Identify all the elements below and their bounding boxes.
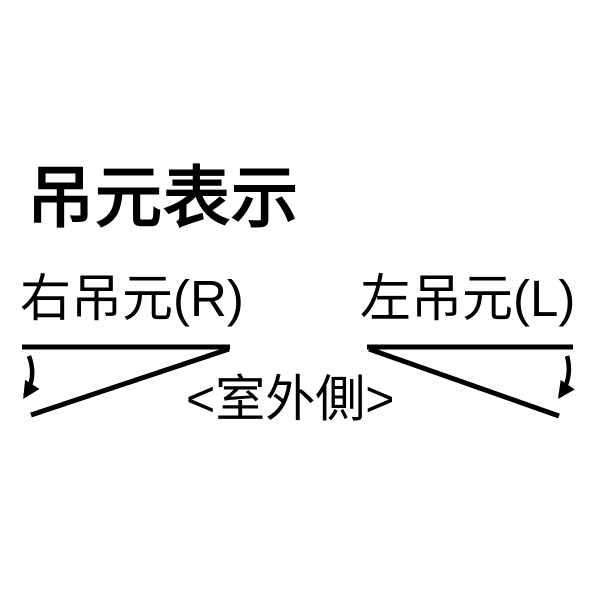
left-hinge-door-line (368, 346, 560, 419)
right-hinge-swing-arrow-icon (23, 355, 40, 399)
left-hinge-swing-arrow-icon (558, 355, 575, 399)
right-hinge-door-line (30, 346, 230, 418)
page-title: 吊元表示 (27, 161, 299, 236)
left-hinge-label: 左吊元(L) (360, 270, 576, 327)
outdoor-side-label: <室外側> (186, 371, 395, 427)
right-hinge-diagram (22, 344, 230, 418)
right-hinge-label: 右吊元(R) (20, 270, 244, 327)
left-hinge-diagram (367, 344, 575, 419)
